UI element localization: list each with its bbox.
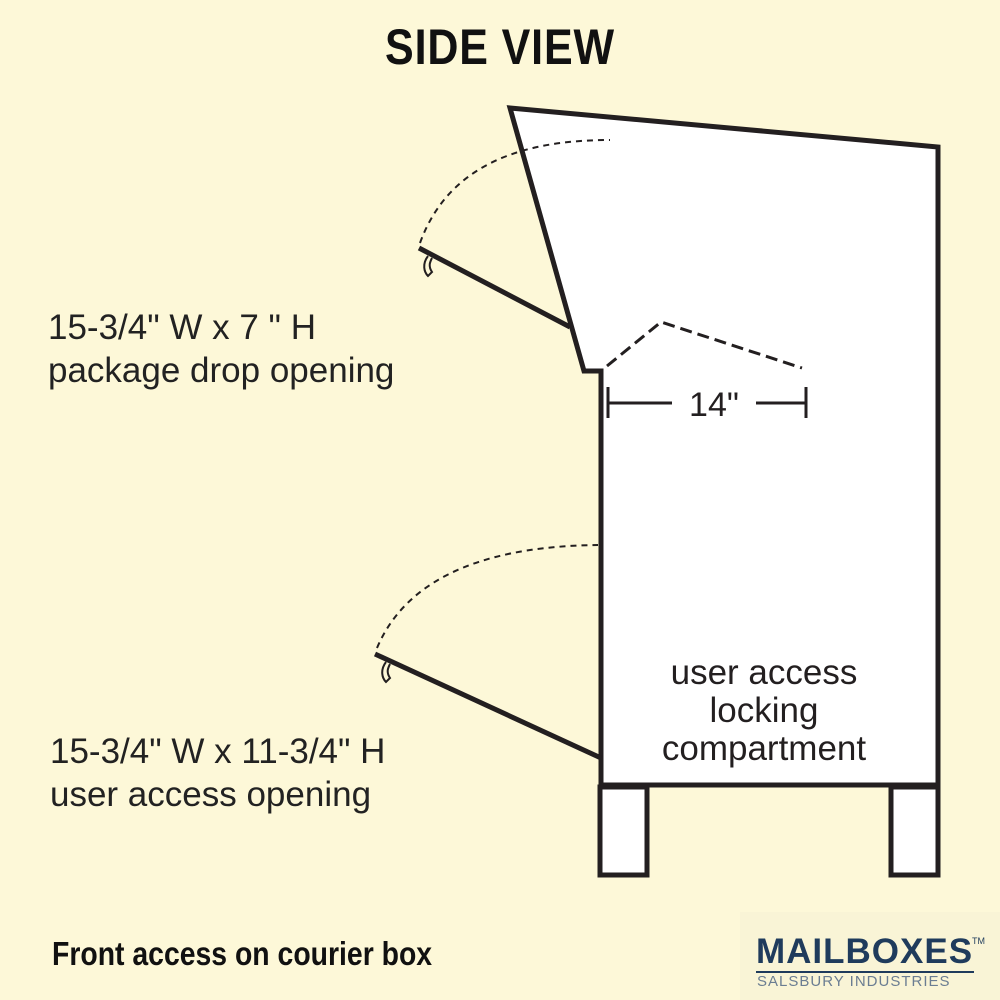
logo-wordmark: MAILBOXES (756, 932, 974, 971)
logo-divider (756, 971, 974, 973)
user-door-swing-arc (376, 544, 599, 649)
left-leg (597, 784, 650, 878)
dimension-label: 14" (689, 386, 739, 424)
footer-caption: Front access on courier box (52, 935, 433, 972)
user-door-handle (381, 661, 392, 684)
mailboxes-logo: MAILBOXES TM SALSBURY INDUSTRIES (740, 912, 1000, 1000)
logo-trademark: TM (972, 936, 985, 946)
compartment-label-line2: locking (710, 691, 819, 730)
package-door-swing-arc (419, 139, 611, 244)
right-leg (888, 784, 941, 878)
package-opening-size: 15-3/4" W x 7 " H (48, 308, 316, 347)
user-opening-caption: user access opening (50, 775, 372, 814)
compartment-label-line3: compartment (662, 729, 867, 768)
user-access-door (373, 651, 603, 761)
diagram-title: SIDE VIEW (385, 19, 615, 75)
package-opening-caption: package drop opening (48, 351, 395, 390)
package-opening-label: 15-3/4" W x 7 " H package drop opening (48, 306, 394, 392)
internal-chute (606, 320, 803, 370)
user-opening-label: 15-3/4" W x 11-3/4" H user access openin… (50, 730, 385, 816)
compartment-label-line1: user access (671, 653, 858, 692)
user-opening-size: 15-3/4" W x 11-3/4" H (50, 732, 386, 771)
package-drop-door (417, 245, 572, 330)
logo-subtitle: SALSBURY INDUSTRIES (757, 973, 951, 990)
package-door-handle (423, 255, 434, 278)
